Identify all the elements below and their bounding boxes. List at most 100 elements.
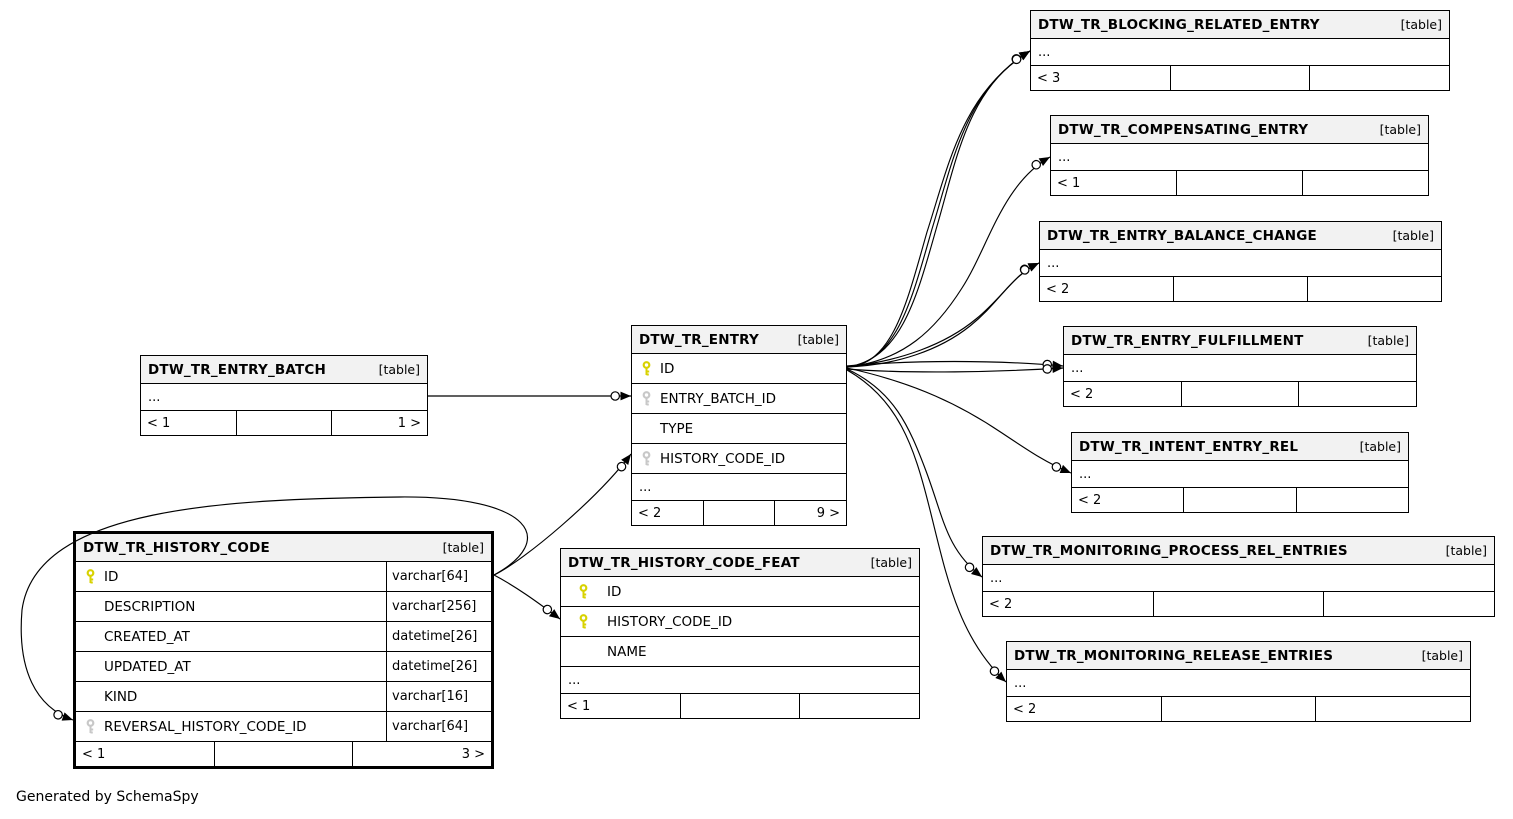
table-dtw-tr-entry: DTW_TR_ENTRY [table] ID ENTRY_BATCH_ID T… bbox=[631, 325, 847, 526]
footer-middle-cell bbox=[1169, 66, 1310, 90]
child-count bbox=[1309, 66, 1449, 90]
table-dtw-tr-entry-batch: DTW_TR_ENTRY_BATCH [table] ... < 1 1 > bbox=[140, 355, 428, 436]
child-count bbox=[1295, 488, 1408, 512]
child-count bbox=[1323, 592, 1494, 616]
table-header[interactable]: DTW_TR_HISTORY_CODE_FEAT [table] bbox=[561, 549, 919, 577]
table-footer: < 2 bbox=[1007, 697, 1470, 721]
table-type-tag: [table] bbox=[1445, 543, 1487, 558]
table-name: DTW_TR_COMPENSATING_ENTRY bbox=[1058, 121, 1309, 138]
columns-ellipsis: ... bbox=[1007, 670, 1470, 697]
table-header[interactable]: DTW_TR_ENTRY [table] bbox=[632, 326, 846, 354]
foreign-key-icon bbox=[632, 391, 660, 406]
footer-middle-cell bbox=[1160, 697, 1316, 721]
table-dtw-tr-entry-balance-change: DTW_TR_ENTRY_BALANCE_CHANGE [table] ... … bbox=[1039, 221, 1442, 302]
primary-key-icon bbox=[632, 361, 660, 376]
table-header[interactable]: DTW_TR_COMPENSATING_ENTRY [table] bbox=[1051, 116, 1428, 144]
column-label: DESCRIPTION bbox=[104, 598, 196, 615]
column-row-updated-at[interactable]: UPDATED_AT datetime[26] bbox=[76, 652, 491, 682]
edge-entry-to-fulfillment-1 bbox=[846, 359, 1064, 370]
footer-middle-cell bbox=[1173, 277, 1307, 301]
footer-middle-cell bbox=[1183, 488, 1295, 512]
column-row-description[interactable]: DESCRIPTION varchar[256] bbox=[76, 592, 491, 622]
column-type: varchar[64] bbox=[386, 562, 491, 591]
table-footer: < 1 bbox=[1051, 171, 1428, 195]
table-footer: < 2 bbox=[1040, 277, 1441, 301]
table-header[interactable]: DTW_TR_ENTRY_BATCH [table] bbox=[141, 356, 427, 384]
columns-ellipsis: ... bbox=[983, 565, 1494, 592]
parent-count: < 2 bbox=[1013, 701, 1037, 717]
foreign-key-icon bbox=[76, 719, 104, 734]
column-label: ID bbox=[660, 360, 675, 377]
columns-ellipsis: ... bbox=[1051, 144, 1428, 171]
column-row-created-at[interactable]: CREATED_AT datetime[26] bbox=[76, 622, 491, 652]
parent-count: < 1 bbox=[567, 698, 591, 714]
column-label: KIND bbox=[104, 688, 138, 705]
parent-count: < 2 bbox=[989, 596, 1013, 612]
column-row-entry-batch-id[interactable]: ENTRY_BATCH_ID bbox=[632, 384, 846, 414]
edge-entry-to-compensating bbox=[846, 156, 1051, 368]
table-type-tag: [table] bbox=[870, 555, 912, 570]
table-type-tag: [table] bbox=[1359, 439, 1401, 454]
table-header[interactable]: DTW_TR_MONITORING_PROCESS_REL_ENTRIES [t… bbox=[983, 537, 1494, 565]
child-count bbox=[1315, 697, 1470, 721]
footer-middle-cell bbox=[235, 411, 332, 435]
table-header[interactable]: DTW_TR_HISTORY_CODE [table] bbox=[76, 534, 491, 562]
column-row-id[interactable]: ID bbox=[632, 354, 846, 384]
table-dtw-tr-entry-fulfillment: DTW_TR_ENTRY_FULFILLMENT [table] ... < 2 bbox=[1063, 326, 1417, 407]
table-footer: < 2 bbox=[983, 592, 1494, 616]
table-name: DTW_TR_ENTRY_BATCH bbox=[148, 361, 327, 378]
table-name: DTW_TR_INTENT_ENTRY_REL bbox=[1079, 438, 1299, 455]
footer-middle-cell bbox=[1176, 171, 1302, 195]
child-count bbox=[1298, 382, 1416, 406]
table-header[interactable]: DTW_TR_BLOCKING_RELATED_ENTRY [table] bbox=[1031, 11, 1449, 39]
table-footer: < 1 1 > bbox=[141, 411, 427, 435]
edge-entry-to-balance-2 bbox=[846, 262, 1040, 368]
edge-entry-to-fulfillment-2 bbox=[846, 364, 1064, 374]
parent-count: < 2 bbox=[1046, 281, 1070, 297]
edge-entry-to-blocking-2 bbox=[846, 50, 1031, 368]
child-count: 3 > bbox=[352, 742, 491, 766]
child-count bbox=[1302, 171, 1428, 195]
column-type: datetime[26] bbox=[386, 622, 491, 651]
column-row-id[interactable]: ID bbox=[561, 577, 919, 607]
column-row-history-code-id[interactable]: HISTORY_CODE_ID bbox=[561, 607, 919, 637]
table-type-tag: [table] bbox=[1367, 333, 1409, 348]
table-dtw-tr-blocking-related-entry: DTW_TR_BLOCKING_RELATED_ENTRY [table] ..… bbox=[1030, 10, 1450, 91]
footer-middle-cell bbox=[213, 742, 353, 766]
table-name: DTW_TR_HISTORY_CODE_FEAT bbox=[568, 554, 800, 571]
parent-count: < 2 bbox=[638, 505, 662, 521]
table-footer: < 1 bbox=[561, 694, 919, 718]
table-header[interactable]: DTW_TR_INTENT_ENTRY_REL [table] bbox=[1072, 433, 1408, 461]
footer-middle-cell bbox=[702, 501, 775, 525]
table-header[interactable]: DTW_TR_ENTRY_FULFILLMENT [table] bbox=[1064, 327, 1416, 355]
column-label: HISTORY_CODE_ID bbox=[660, 450, 786, 467]
edge-entry-to-blocking-1 bbox=[846, 50, 1031, 368]
column-type: varchar[16] bbox=[386, 682, 491, 711]
column-row-id[interactable]: ID varchar[64] bbox=[76, 562, 491, 592]
generator-credit: Generated by SchemaSpy bbox=[16, 789, 199, 805]
column-row-history-code-id[interactable]: HISTORY_CODE_ID bbox=[632, 444, 846, 474]
primary-key-icon bbox=[76, 569, 104, 584]
child-count: 9 > bbox=[774, 501, 846, 525]
table-footer: < 2 bbox=[1064, 382, 1416, 406]
table-type-tag: [table] bbox=[1392, 228, 1434, 243]
table-header[interactable]: DTW_TR_MONITORING_RELEASE_ENTRIES [table… bbox=[1007, 642, 1470, 670]
footer-middle-cell bbox=[1180, 382, 1299, 406]
table-dtw-tr-monitoring-process-rel-entries: DTW_TR_MONITORING_PROCESS_REL_ENTRIES [t… bbox=[982, 536, 1495, 617]
column-row-reversal-history-code-id[interactable]: REVERSAL_HISTORY_CODE_ID varchar[64] bbox=[76, 712, 491, 742]
edge-entry-to-balance-1 bbox=[846, 262, 1040, 368]
footer-middle-cell bbox=[679, 694, 800, 718]
table-type-tag: [table] bbox=[1379, 122, 1421, 137]
columns-ellipsis: ... bbox=[1072, 461, 1408, 488]
primary-key-icon bbox=[569, 614, 597, 629]
edge-entry-to-intent bbox=[846, 367, 1072, 474]
column-label: UPDATED_AT bbox=[104, 658, 191, 675]
column-row-type[interactable]: TYPE bbox=[632, 414, 846, 444]
table-header[interactable]: DTW_TR_ENTRY_BALANCE_CHANGE [table] bbox=[1040, 222, 1441, 250]
parent-count: < 1 bbox=[82, 746, 106, 762]
parent-count: < 1 bbox=[147, 415, 171, 431]
column-row-kind[interactable]: KIND varchar[16] bbox=[76, 682, 491, 712]
column-row-name[interactable]: NAME bbox=[561, 637, 919, 667]
column-type: varchar[256] bbox=[386, 592, 491, 621]
table-footer: < 3 bbox=[1031, 66, 1449, 90]
